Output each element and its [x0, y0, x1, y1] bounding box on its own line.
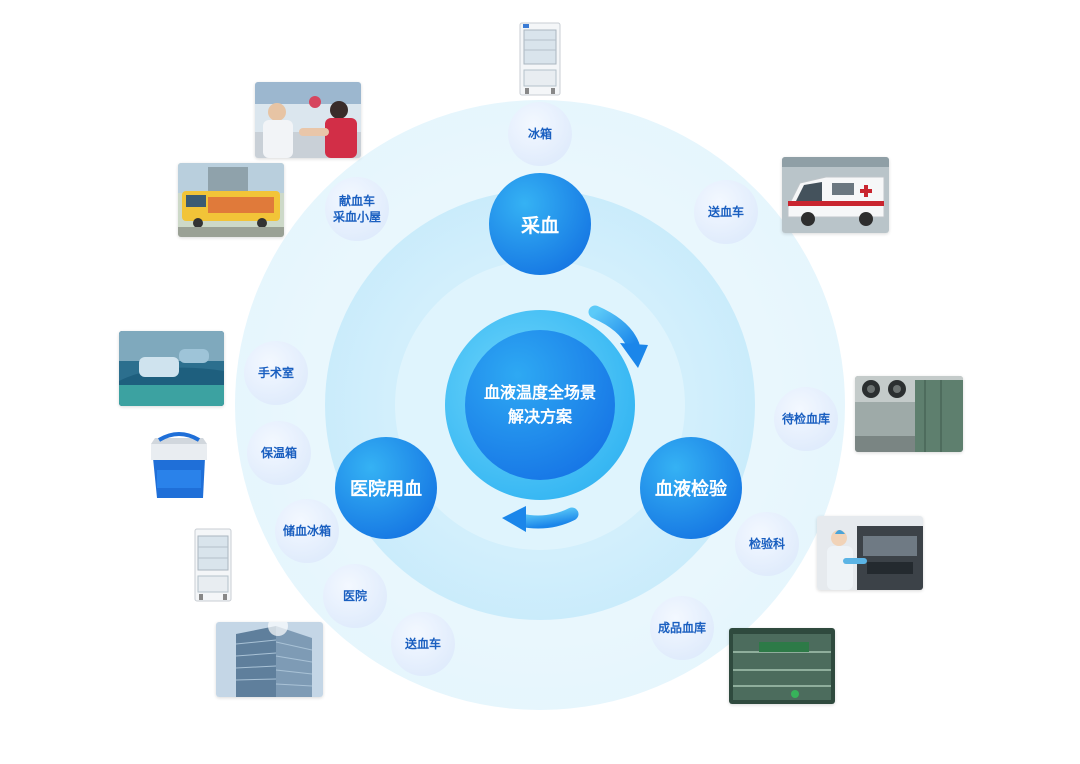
center-title-line2: 解决方案	[507, 407, 572, 426]
arrow-head-top-right	[620, 343, 648, 368]
node-operating-room-label: 手术室	[257, 366, 294, 380]
blood-donation-photo	[255, 82, 361, 158]
node-cooler-box-label: 保温箱	[260, 446, 297, 460]
node-pending-storage[interactable]: 待检血库	[774, 387, 838, 451]
node-lab[interactable]: 检验科	[735, 512, 799, 576]
operating-room-photo	[119, 331, 224, 406]
stage-blood-collection[interactable]: 采血	[489, 173, 591, 275]
fridge-image	[519, 22, 561, 96]
stage-hospital-use[interactable]: 医院用血	[335, 437, 437, 539]
center-solution: 血液温度全场景 解决方案	[465, 330, 615, 480]
ambulance-photo	[782, 157, 889, 233]
node-cooler-box[interactable]: 保温箱	[247, 421, 311, 485]
blood-storage-room-photo	[855, 376, 963, 452]
finished-blood-storage-photo	[729, 628, 835, 704]
node-finished-storage-label: 成品血库	[657, 621, 706, 635]
arrow-top-right	[588, 305, 640, 352]
stage-blood-testing[interactable]: 血液检验	[640, 437, 742, 539]
node-hospital-label: 医院	[342, 589, 367, 603]
node-donation-label-2: 采血小屋	[332, 210, 381, 224]
node-donation[interactable]: 献血车 采血小屋	[325, 177, 389, 241]
node-storage-fridge[interactable]: 储血冰箱	[275, 499, 339, 563]
stage-blood-testing-label: 血液检验	[655, 479, 727, 500]
arrow-bottom-left	[513, 507, 579, 529]
node-transport-top-label: 送血车	[707, 205, 744, 219]
arrow-head-bottom-left	[502, 506, 526, 532]
donation-bus-photo	[178, 163, 284, 237]
node-fridge[interactable]: 冰箱	[508, 102, 572, 166]
storage-fridge-image	[194, 528, 232, 602]
node-storage-fridge-label: 储血冰箱	[282, 524, 331, 538]
node-transport-bottom[interactable]: 送血车	[391, 612, 455, 676]
node-donation-label-1: 献血车	[338, 194, 375, 208]
hospital-building-photo	[216, 622, 323, 697]
laboratory-photo	[817, 516, 923, 590]
cooler-box-image	[147, 430, 211, 502]
stage-blood-collection-label: 采血	[520, 214, 559, 237]
node-fridge-label: 冰箱	[527, 127, 552, 141]
center-title-line1: 血液温度全场景	[483, 383, 596, 402]
node-operating-room[interactable]: 手术室	[244, 341, 308, 405]
node-finished-storage[interactable]: 成品血库	[650, 596, 714, 660]
node-transport-bottom-label: 送血车	[404, 637, 441, 651]
node-transport-top[interactable]: 送血车	[694, 180, 758, 244]
stage-hospital-use-label: 医院用血	[350, 479, 422, 500]
node-pending-storage-label: 待检血库	[781, 412, 830, 426]
node-lab-label: 检验科	[748, 537, 785, 551]
node-hospital[interactable]: 医院	[323, 564, 387, 628]
